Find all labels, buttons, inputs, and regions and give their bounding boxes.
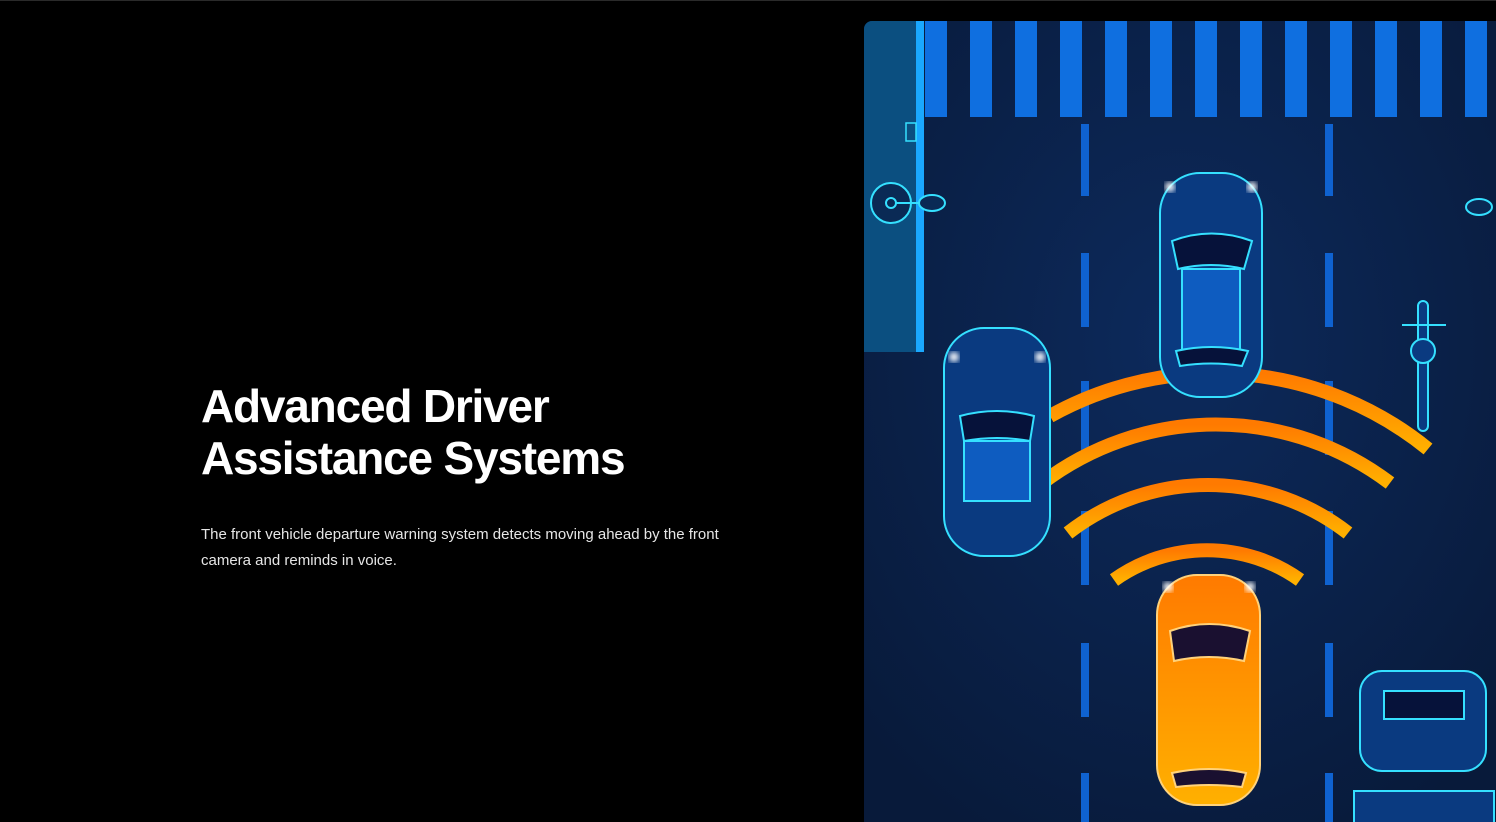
ego-car-icon — [1156, 574, 1261, 806]
truck-icon — [1353, 670, 1495, 822]
title-line-1: Advanced Driver — [201, 380, 550, 432]
adas-illustration — [864, 21, 1496, 822]
lane-markings — [1081, 124, 1333, 822]
streetlight-icon — [870, 182, 1493, 224]
front-car-icon — [1159, 172, 1263, 398]
crosswalk — [925, 21, 1487, 117]
hero-description: The front vehicle departure warning syst… — [201, 526, 719, 569]
signal-box-icon — [905, 122, 917, 142]
hero-text: Advanced Driver Assistance Systems The f… — [201, 380, 761, 574]
title-line-2: Assistance Systems — [201, 432, 626, 484]
left-car-icon — [943, 327, 1051, 557]
curb — [916, 21, 924, 352]
motorcycle-icon — [1402, 300, 1446, 432]
page-title: Advanced Driver Assistance Systems — [201, 380, 761, 484]
top-divider — [0, 0, 1496, 1]
road-scene-icon — [864, 21, 1496, 822]
